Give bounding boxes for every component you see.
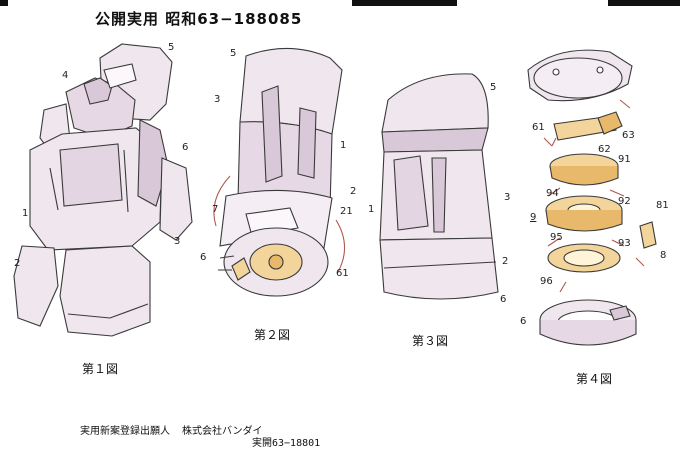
header-bar-corner [608, 0, 680, 6]
fig2-label-61: 61 [336, 268, 349, 279]
fig1-label-5: 5 [168, 42, 175, 53]
fig3-label-5: 5 [490, 82, 497, 93]
applicant-label: 実用新案登録出願人 [80, 426, 170, 437]
fig2-label-21: 21 [340, 206, 353, 217]
publication-header: 公開実用 昭和63−188085 [95, 10, 303, 28]
fig2-label-6: 6 [200, 252, 207, 263]
header-bar-right [352, 0, 457, 6]
fig4-label-62: 62 [598, 144, 611, 155]
fig4-label-95: 95 [550, 232, 563, 243]
fig4-label-94: 94 [546, 188, 559, 199]
fig4-label-96: 96 [540, 276, 553, 287]
fig4-label-63: 63 [622, 130, 635, 141]
fig3-label-2: 2 [502, 256, 509, 267]
fig3-label-6: 6 [500, 294, 507, 305]
fig1-label-3: 3 [174, 236, 181, 247]
fig4-label-9: 9 [530, 212, 537, 223]
fig1-caption: 第１図 [82, 362, 119, 376]
figure-1-robot [13, 43, 193, 337]
fig2-label-1: 1 [340, 140, 347, 151]
fig3-label-3: 3 [504, 192, 511, 203]
fig2-caption: 第２図 [254, 328, 291, 342]
fig4-label-61: 61 [532, 122, 545, 133]
header-bar-left [0, 0, 8, 6]
figure-2-cylinder [213, 47, 346, 297]
fig2-label-3: 3 [214, 94, 221, 105]
fig3-label-1: 1 [368, 204, 375, 215]
publication-number-stamp: 実開63−18801 [252, 438, 321, 449]
fig4-label-8: 8 [660, 250, 667, 261]
fig4-caption: 第４図 [576, 372, 613, 386]
fig2-label-5: 5 [230, 48, 237, 59]
fig2-label-2: 2 [350, 186, 357, 197]
fig4-label-81: 81 [656, 200, 669, 211]
fig3-caption: 第３図 [412, 334, 449, 348]
fig1-label-4: 4 [62, 70, 69, 81]
fig1-label-6: 6 [182, 142, 189, 153]
fig1-label-2: 2 [14, 258, 21, 269]
figure-4-exploded [527, 49, 657, 346]
fig4-label-92: 92 [618, 196, 631, 207]
fig4-label-6: 6 [520, 316, 527, 327]
fig2-label-7: 7 [212, 204, 219, 215]
figure-3-capsule [379, 73, 499, 300]
fig1-label-1: 1 [22, 208, 29, 219]
fig4-label-93: 93 [618, 238, 631, 249]
fig4-label-91: 91 [618, 154, 631, 165]
applicant-name: 株式会社バンダイ [182, 426, 263, 437]
